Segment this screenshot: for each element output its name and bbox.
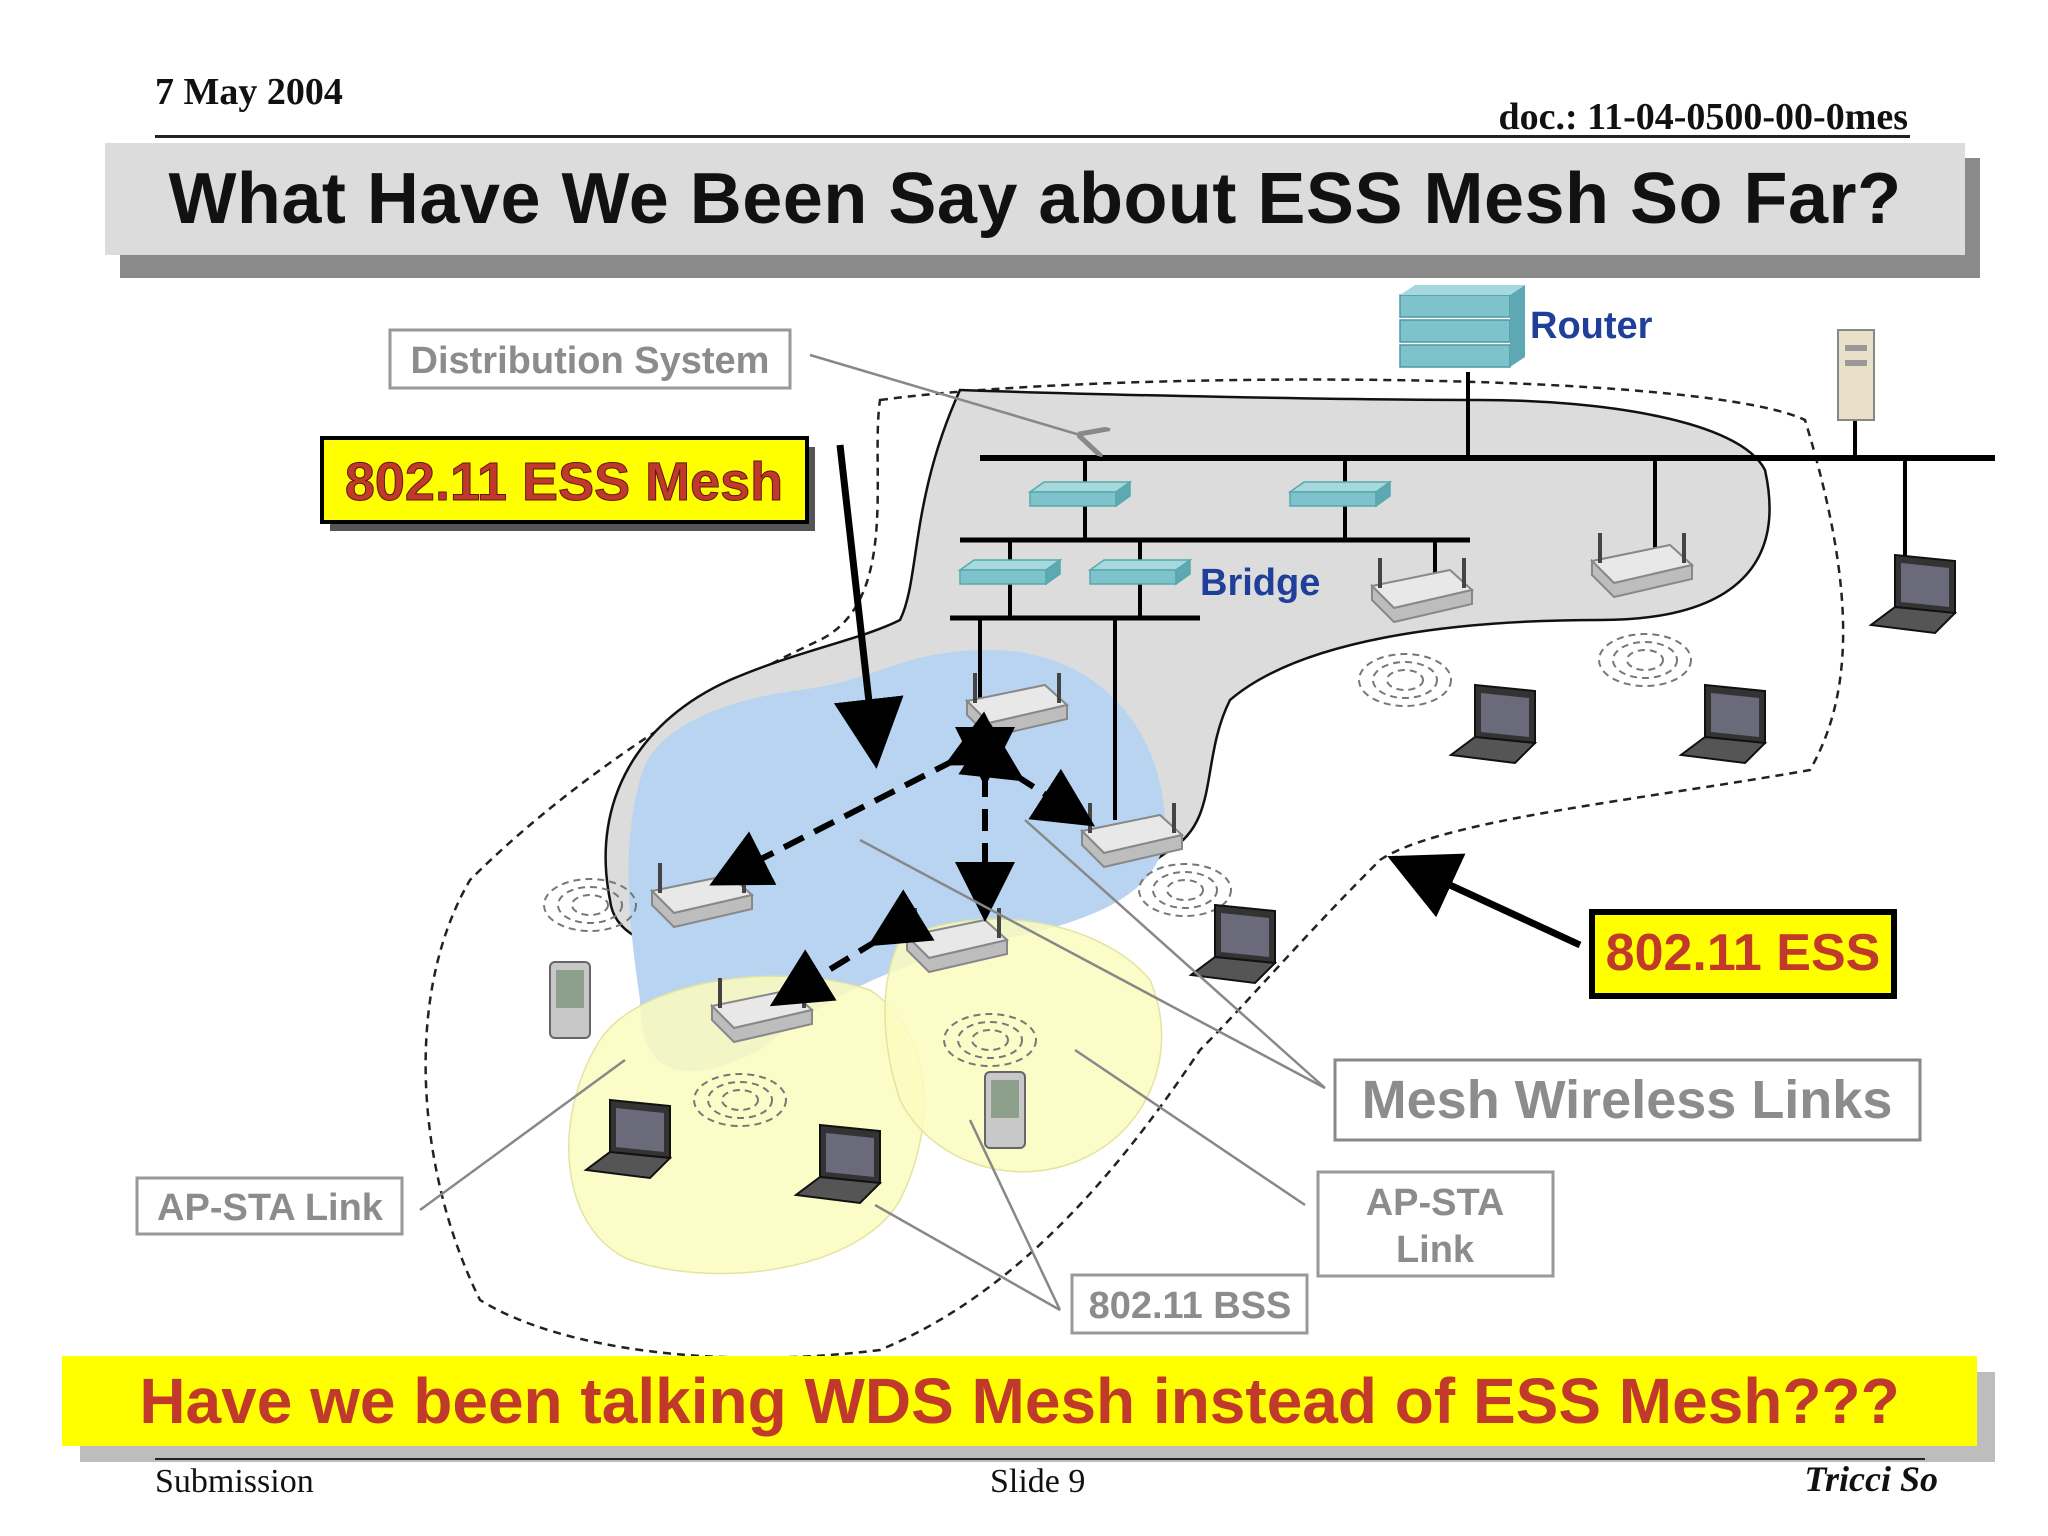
router-icon [1399,285,1525,368]
bss-region-right [884,918,1163,1173]
header-date: 7 May 2004 [155,71,343,113]
switch-icon [1029,481,1131,507]
mesh-wireless-links-label-box [1333,1058,1922,1142]
laptop-icon [1680,684,1766,764]
ap-sta-link-left-label-box [135,1176,404,1236]
ap-sta-link-right-label-line2: Link [1396,1229,1475,1271]
ess-label: 802.11 ESS [1606,924,1881,982]
header-rule [155,135,1910,138]
ap-sta-link-right-label-box [1316,1170,1555,1278]
distribution-system-label-box [388,328,792,390]
ess-mesh-label: 802.11 ESS Mesh [345,452,783,512]
ess-label-box [1589,909,1897,999]
radio-signal-icon [1358,653,1452,707]
switch-icon [959,559,1061,585]
pda-icon [549,961,591,1039]
header-doc-id: doc.: 11-04-0500-00-0mes [1498,96,1908,138]
laptop-icon [1870,554,1956,634]
footer-author: Tricci So [1804,1459,1938,1499]
bottom-banner: Have we been talking WDS Mesh instead of… [62,1356,1977,1446]
radio-signal-icon [543,878,637,932]
distribution-system-label: Distribution System [411,340,770,382]
pda-icon [984,1071,1026,1149]
bss-label-box [1070,1273,1309,1335]
ap-sta-link-right-label-line1: AP-STA [1366,1182,1505,1224]
footer-slide-number: Slide 9 [990,1463,1086,1500]
mesh-wireless-links-label: Mesh Wireless Links [1362,1070,1893,1130]
bss-label: 802.11 BSS [1089,1285,1292,1327]
switch-icon [1289,481,1391,507]
laptop-icon [1190,904,1276,984]
server-icon [1837,329,1875,421]
slide-title: What Have We Been Say about ESS Mesh So … [168,159,1902,239]
footer-submission: Submission [155,1463,314,1500]
banner-question: Have we been talking WDS Mesh instead of… [139,1365,1900,1437]
radio-signal-icon [1598,633,1692,687]
laptop-icon [1450,684,1536,764]
router-label: Router [1530,305,1653,347]
ap-sta-link-left-label: AP-STA Link [157,1187,384,1229]
title-box: What Have We Been Say about ESS Mesh So … [105,143,1965,255]
ess-mesh-label-box [320,436,809,524]
switch-icon [1089,559,1191,585]
footer-rule [155,1458,1925,1460]
bridge-label: Bridge [1200,562,1320,604]
